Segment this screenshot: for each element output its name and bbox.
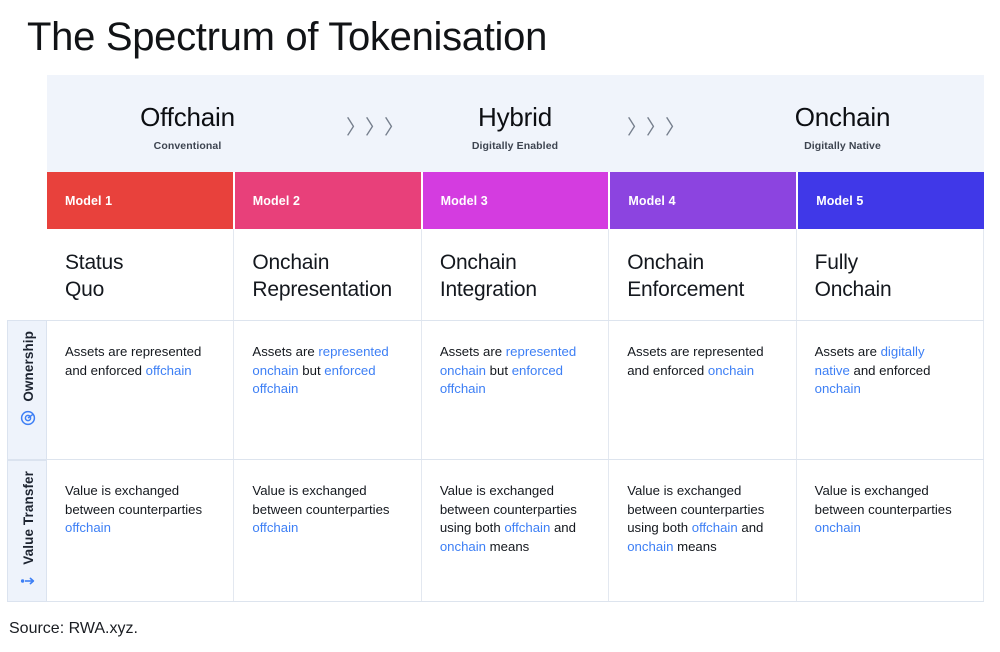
value-transfer-cell-3: Value is exchanged between counterpartie…	[422, 460, 610, 601]
model-band-label-2: Model 2	[252, 193, 301, 208]
spectrum-group-offchain-subtitle: Conventional	[153, 140, 222, 152]
model-band-label-5: Model 5	[816, 193, 864, 208]
cell-text: Assets are represented and enforced	[65, 344, 202, 378]
row-label-ownership-text: Ownership	[20, 331, 36, 402]
cell-text: Value is exchanged between counterpartie…	[814, 483, 952, 517]
value-transfer-cell-5: Value is exchanged between counterpartie…	[797, 460, 985, 601]
spectrum-header-band: Offchain Conventional 〉〉〉 Hybrid Digital…	[47, 75, 984, 172]
highlighted-term: enforced offchain	[439, 362, 564, 397]
cell-text: means	[673, 538, 717, 554]
cell-text: Assets are	[252, 344, 319, 359]
ownership-cell-4: Assets are represented and enforced onch…	[609, 321, 797, 459]
highlighted-term: offchain	[252, 520, 299, 535]
highlighted-term: represented onchain	[439, 344, 577, 378]
tokenisation-spectrum-figure: Ownership Value Transfer	[7, 75, 985, 602]
cell-text: and	[550, 520, 576, 535]
model-band-4[interactable]: Model 4	[610, 172, 799, 229]
cell-text: Value is exchanged between counterpartie…	[627, 483, 765, 535]
highlighted-term: onchain	[707, 362, 755, 378]
cell-text: Value is exchanged between counterpartie…	[439, 483, 577, 535]
model-band-label-1: Model 1	[65, 193, 113, 208]
ownership-row: Assets are represented and enforced offc…	[47, 320, 985, 460]
spectrum-group-offchain: Offchain Conventional	[47, 95, 328, 152]
value-transfer-arrow-icon	[20, 573, 36, 589]
cell-text: Assets are represented and enforced	[627, 344, 764, 378]
model-color-band-row: Model 1 Model 2 Model 3 Model 4 Model 5	[47, 172, 984, 229]
cell-text: Assets are	[439, 344, 506, 359]
spectrum-group-offchain-title: Offchain	[140, 102, 235, 132]
highlighted-term: offchain	[65, 520, 111, 535]
ownership-cell-2: Assets are represented onchain but enfor…	[234, 321, 422, 459]
highlighted-term: onchain	[627, 538, 674, 554]
highlighted-term: offchain	[691, 520, 738, 535]
cell-text: means	[486, 538, 530, 554]
chevron-right-icon-1: 〉〉〉	[346, 117, 404, 139]
row-label-rail: Ownership Value Transfer	[7, 75, 47, 602]
spectrum-table: Offchain Conventional 〉〉〉 Hybrid Digital…	[47, 75, 985, 602]
ownership-target-icon	[20, 410, 36, 426]
row-label-value-transfer-text: Value Transfer	[20, 471, 36, 565]
model-band-5[interactable]: Model 5	[798, 172, 984, 229]
highlighted-term: onchain	[814, 381, 861, 396]
highlighted-term: digitally native	[814, 344, 925, 378]
ownership-cell-3: Assets are represented onchain but enfor…	[422, 321, 610, 459]
row-label-value-transfer: Value Transfer	[7, 460, 47, 602]
cell-text: Assets are	[814, 344, 881, 359]
row-label-ownership: Ownership	[7, 320, 47, 460]
ownership-cell-5: Assets are digitally native and enforced…	[797, 321, 985, 459]
model-band-2[interactable]: Model 2	[234, 172, 423, 229]
value-transfer-cell-2: Value is exchanged between counterpartie…	[234, 460, 422, 601]
source-caption: Source: RWA.xyz.	[9, 620, 138, 637]
cell-text: Value is exchanged between counterpartie…	[65, 483, 203, 517]
highlighted-term: offchain	[145, 362, 192, 378]
spectrum-group-onchain-title: Onchain	[794, 102, 891, 132]
spectrum-group-hybrid-subtitle: Digitally Enabled	[471, 140, 559, 152]
model-band-label-4: Model 4	[628, 193, 676, 208]
spectrum-group-onchain: Onchain Digitally Native	[702, 95, 983, 152]
model-band-1[interactable]: Model 1	[47, 172, 235, 229]
highlighted-term: onchain	[814, 520, 861, 535]
cell-text: but	[486, 362, 512, 378]
model-band-3[interactable]: Model 3	[422, 172, 611, 229]
ownership-cell-1: Assets are represented and enforced offc…	[47, 321, 235, 459]
value-transfer-cell-4: Value is exchanged between counterpartie…	[609, 460, 797, 601]
highlighted-term: offchain	[504, 520, 551, 535]
page-title: The Spectrum of Tokenisation	[27, 15, 548, 59]
spectrum-group-hybrid: Hybrid Digitally Enabled	[421, 95, 609, 152]
model-band-label-3: Model 3	[440, 193, 488, 208]
chevron-right-icon-2: 〉〉〉	[627, 117, 685, 139]
cell-text: Value is exchanged between counterpartie…	[252, 483, 390, 517]
cell-text: and enforced	[849, 362, 931, 378]
highlighted-term: represented onchain	[252, 344, 389, 378]
spectrum-group-hybrid-title: Hybrid	[478, 102, 552, 132]
highlighted-term: enforced offchain	[252, 362, 376, 397]
cell-text: but	[298, 362, 325, 378]
cell-text: and	[737, 520, 764, 535]
highlighted-term: onchain	[439, 538, 487, 554]
value-transfer-row: Value is exchanged between counterpartie…	[47, 460, 985, 602]
value-transfer-cell-1: Value is exchanged between counterpartie…	[47, 460, 235, 601]
spectrum-group-onchain-subtitle: Digitally Native	[804, 140, 881, 152]
